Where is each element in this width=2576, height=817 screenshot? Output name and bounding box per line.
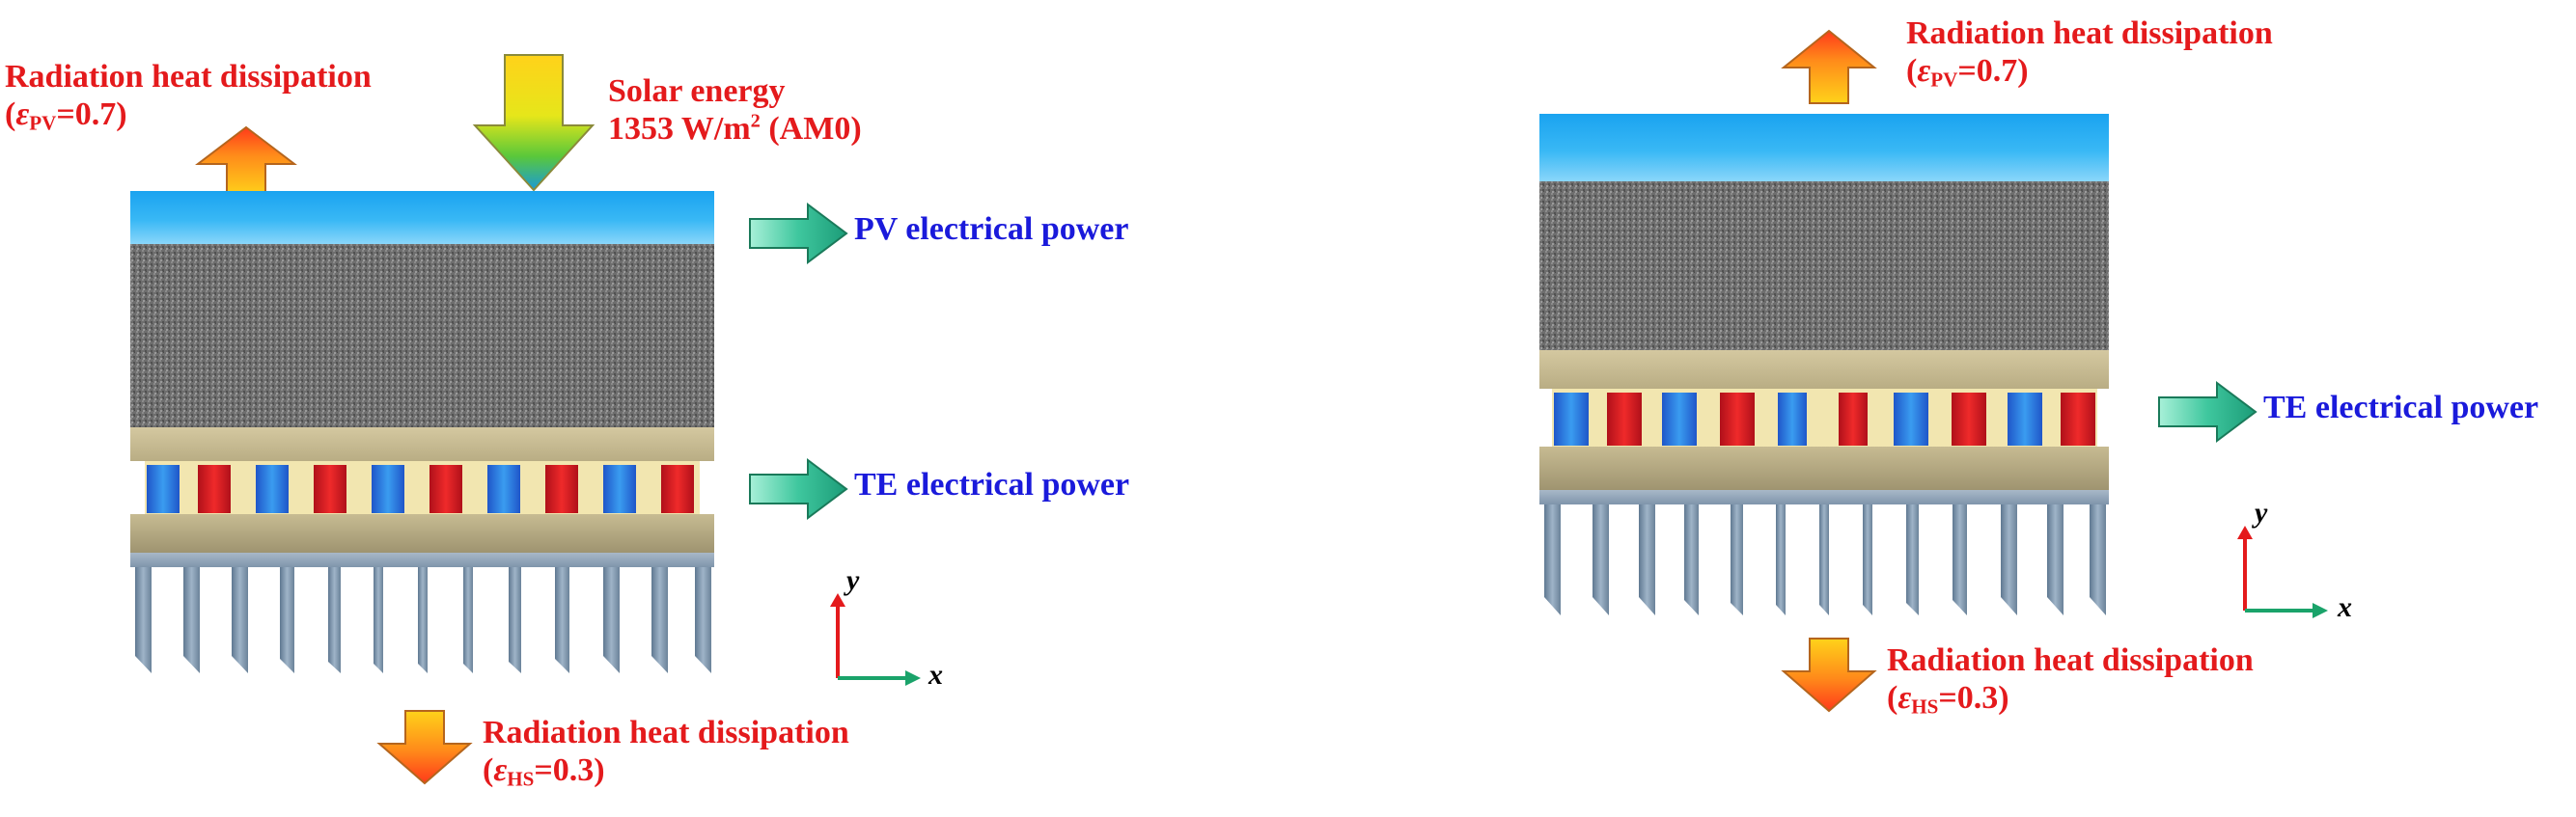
te-cold-side-plate [130,514,714,553]
te-p-leg [256,465,289,513]
te-hot-side-plate [130,427,714,461]
pv-cell-layer [1539,181,2109,350]
te-n-leg [545,465,578,513]
te-electrical-power-label: TE electrical power [2263,390,2539,425]
coordinate-axes-icon [2237,526,2328,618]
radiation-down-arrow-icon [376,710,473,785]
heat-sink-fins [135,567,711,673]
pv-glass-layer [130,191,714,244]
solar-energy-title: Solar energy [608,73,786,109]
te-p-leg [1662,393,1697,446]
te-n-leg [198,465,231,513]
pv-cell-layer [130,244,714,427]
te-n-leg [661,465,694,513]
te-cold-side-plate [1539,447,2109,490]
y-axis-label: y [2255,497,2268,529]
radiation-top-label: Radiation heat dissipation (εPV=0.7) [5,58,372,135]
te-p-leg [603,465,636,513]
coordinate-axes-icon [830,593,921,686]
heat-sink-base [1539,490,2109,504]
te-n-leg [2061,393,2095,446]
heat-sink-base [130,553,714,567]
radiation-bottom-emissivity: (εHS=0.3) [483,752,605,791]
radiation-top-title: Radiation heat dissipation [1906,15,2273,51]
te-n-leg [314,465,346,513]
te-electrical-power-label: TE electrical power [854,467,1130,503]
radiation-bottom-title: Radiation heat dissipation [1887,642,2254,678]
radiation-top-label: Radiation heat dissipation (εPV=0.7) [1906,14,2273,92]
solar-irradiance-value: 1353 W/m2 (AM0) [608,110,862,148]
te-p-leg [372,465,404,513]
te-n-leg [1839,393,1868,446]
te-n-leg [1952,393,1986,446]
te-power-output-arrow-icon [2158,381,2257,443]
x-axis-label: x [2338,591,2352,623]
radiation-top-title: Radiation heat dissipation [5,59,372,95]
radiation-down-arrow-icon [1781,638,1877,713]
pv-power-output-arrow-icon [749,203,848,264]
radiation-bottom-label: Radiation heat dissipation (εHS=0.3) [483,714,849,791]
radiation-bottom-title: Radiation heat dissipation [483,715,849,750]
y-axis-label: y [846,564,860,596]
panel-a-pv-te-heatsink: Radiation heat dissipation (εPV=0.7) Sol… [0,0,1206,817]
radiation-bottom-label: Radiation heat dissipation (εHS=0.3) [1887,641,2254,719]
te-hot-side-plate [1539,350,2109,389]
te-leg-gap [1552,389,2097,447]
radiation-top-emissivity: (εPV=0.7) [1906,53,2029,92]
te-p-leg [1894,393,1928,446]
pv-electrical-power-label: PV electrical power [854,211,1129,247]
te-n-leg [1720,393,1755,446]
te-p-leg [1554,393,1589,446]
te-n-leg [429,465,462,513]
x-axis-label: x [928,659,943,691]
radiation-up-arrow-icon [1781,29,1877,104]
radiation-top-emissivity: (εPV=0.7) [5,96,127,135]
te-p-leg [487,465,520,513]
te-power-output-arrow-icon [749,458,848,520]
solar-energy-label: Solar energy 1353 W/m2 (AM0) [608,72,862,148]
te-p-leg [2008,393,2042,446]
solar-energy-arrow-icon [472,54,596,192]
heat-sink-fins [1544,504,2106,615]
panel-b-pv-te-heatsink: Radiation heat dissipation (εPV=0.7) [1448,0,2576,817]
te-p-leg [147,465,180,513]
pv-glass-layer [1539,114,2109,181]
radiation-up-arrow-icon [195,125,297,197]
te-n-leg [1607,393,1642,446]
radiation-bottom-emissivity: (εHS=0.3) [1887,680,2009,719]
te-p-leg [1778,393,1807,446]
